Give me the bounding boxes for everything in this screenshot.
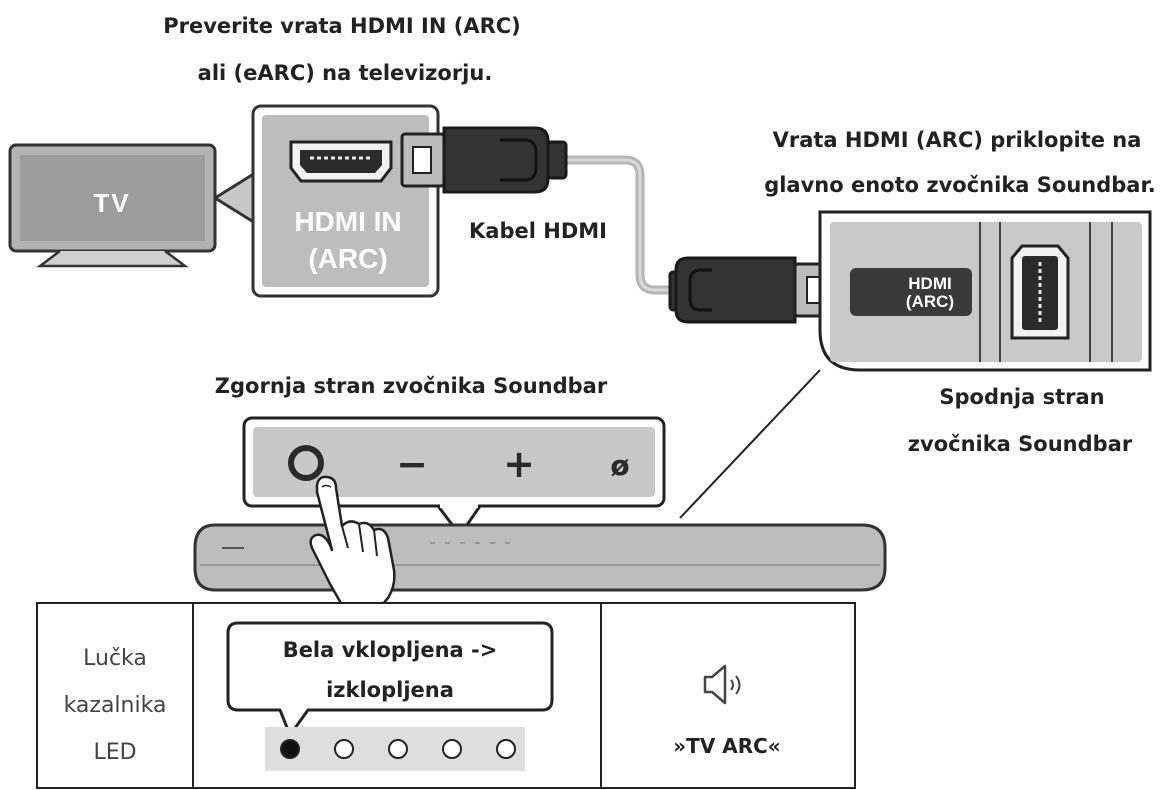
- led-indicator-2: [334, 739, 354, 759]
- led-indicator-3: [388, 739, 408, 759]
- bottom-side-caption-line1: Spodnja stran: [939, 385, 1104, 409]
- led-label-line3: LED: [93, 740, 136, 765]
- led-indicator-5: [496, 739, 516, 759]
- hdmi-plug-icon: [668, 256, 841, 324]
- soundbar-port-label-line1: HDMI: [908, 274, 951, 293]
- tv-port-label-line1: HDMI IN: [294, 206, 401, 237]
- hdmi-port-icon: [289, 140, 393, 183]
- hdmi-cable: [560, 155, 690, 295]
- led-bubble-line2: izklopljena: [326, 678, 454, 702]
- soundbar-bottom-zoom-panel: HDMI (ARC): [818, 210, 1152, 372]
- tv-illustration: TV: [8, 143, 217, 268]
- volume-up-button[interactable]: +: [503, 442, 535, 486]
- cable-caption: Kabel HDMI: [469, 219, 607, 243]
- speaker-icon: [703, 664, 741, 705]
- connect-caption-line1: Vrata HDMI (ARC) priklopite na: [773, 128, 1142, 152]
- led-label-line2: kazalnika: [64, 693, 167, 718]
- power-icon: [288, 445, 324, 481]
- hdmi-port-icon: [1010, 244, 1070, 340]
- led-indicator-4: [442, 739, 462, 759]
- bottom-side-caption-line2: zvočnika Soundbar: [908, 432, 1133, 456]
- connect-caption-line2: glavno enoto zvočnika Soundbar.: [764, 173, 1156, 197]
- tv-hdmi-zoom-panel: HDMI IN (ARC): [251, 104, 440, 298]
- check-port-caption-line2: ali (eARC) na televizorju.: [198, 61, 493, 85]
- led-indicators: [280, 739, 516, 759]
- led-indicator-1: [280, 739, 300, 759]
- check-port-caption-line1: Preverite vrata HDMI IN (ARC): [163, 14, 521, 38]
- mic-off-icon[interactable]: ø: [610, 449, 629, 482]
- tv-port-label-line2: (ARC): [308, 243, 387, 274]
- power-button[interactable]: [288, 445, 324, 481]
- soundbar-top-zoom-panel: [242, 416, 666, 537]
- hand-pointer-icon: [309, 475, 396, 607]
- led-label-line1: Lučka: [83, 646, 147, 671]
- soundbar-illustration: [193, 523, 887, 592]
- mode-label: »TV ARC«: [673, 734, 780, 758]
- tv-label: TV: [93, 188, 130, 218]
- soundbar-port-label-line2: (ARC): [906, 292, 954, 311]
- led-status-bubble: [226, 621, 554, 737]
- volume-down-button[interactable]: −: [396, 442, 428, 486]
- hdmi-plug-icon: [400, 126, 568, 194]
- top-side-caption: Zgornja stran zvočnika Soundbar: [215, 374, 608, 398]
- bottom-panel-pointer: [679, 369, 821, 519]
- led-bubble-line1: Bela vklopljena ->: [283, 638, 498, 662]
